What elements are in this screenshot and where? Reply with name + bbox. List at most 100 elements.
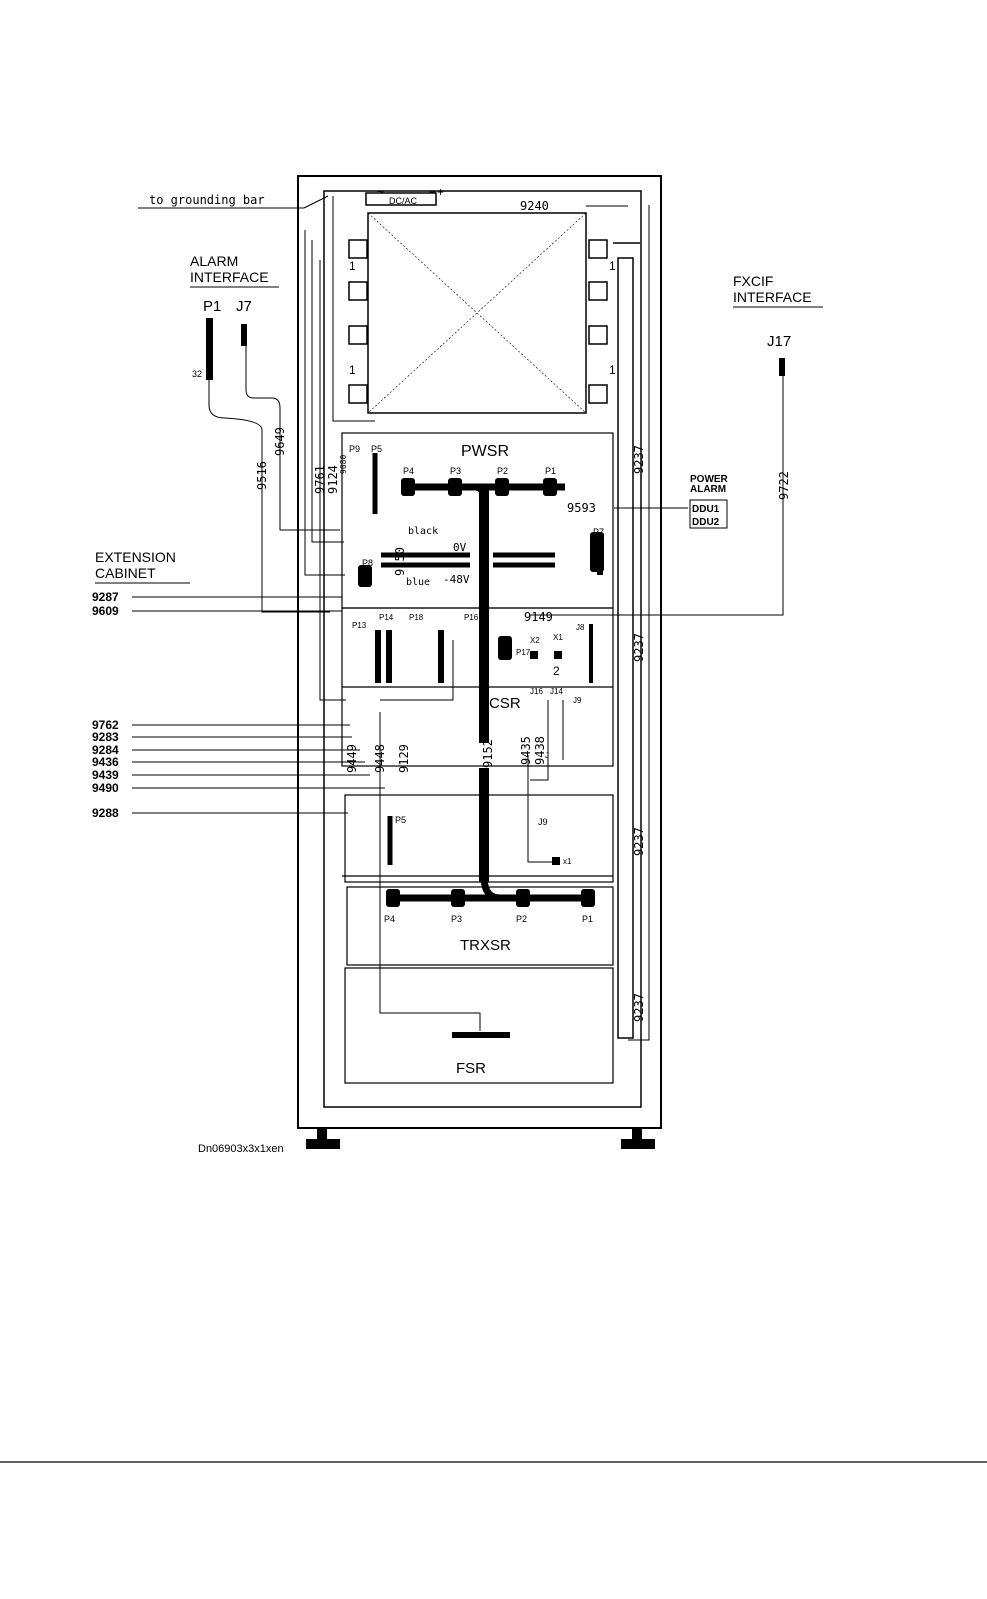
csr-p13: P13 <box>352 621 367 630</box>
csr-j9: J9 <box>573 696 582 705</box>
csr-p16: P16 <box>464 613 479 622</box>
alarm-p1-connector <box>206 318 213 380</box>
grounding-bar-label: to grounding bar <box>149 193 265 207</box>
cable-9761: 9761 <box>313 465 327 494</box>
cable-9129: 9129 <box>397 744 411 773</box>
ddu1-label: DDU1 <box>692 504 720 515</box>
cable-9593: 9593 <box>567 501 596 515</box>
fsr-panel <box>344 967 614 1084</box>
ref-1-d: 1 <box>609 363 616 377</box>
cable-9237-a: 9237 <box>632 445 646 474</box>
connector-blobs <box>358 478 604 907</box>
cable-9762: 9762 <box>92 718 119 732</box>
fxcif-title-1: FXCIF <box>733 273 773 289</box>
cable-9124: 9124 <box>326 465 340 494</box>
pwsr-p1: P1 <box>545 466 556 476</box>
pwsr-p4: P4 <box>403 466 414 476</box>
trxsr-p2: P2 <box>516 914 527 924</box>
cable-9240: 9240 <box>520 199 549 213</box>
csr-j16: J16 <box>530 687 543 696</box>
pwsr-p7: P7 <box>593 527 604 537</box>
grounding-rail <box>613 242 640 1039</box>
cable-9448: 9448 <box>373 744 387 773</box>
extension-cabinet-2: CABINET <box>95 565 156 581</box>
cable-9722: 9722 <box>777 471 791 500</box>
alarm-pin32-label: 32 <box>192 369 202 379</box>
cable-9438: 9438 <box>533 736 547 765</box>
cable-9436: 9436 <box>92 755 119 769</box>
fxcif-j17-label: J17 <box>767 333 791 350</box>
cable-9152: 9152 <box>481 739 495 768</box>
cable-9435: 9435 <box>519 736 533 765</box>
fsr-label: FSR <box>456 1060 486 1077</box>
ref-1-b: 1 <box>349 363 356 377</box>
minus-symbol: − <box>429 185 436 199</box>
plus-symbol: + <box>437 185 444 199</box>
alarm-interface-title-2: INTERFACE <box>190 269 269 285</box>
alarm-j7-label: J7 <box>236 298 252 315</box>
ddu2-label: DDU2 <box>692 517 720 528</box>
trxsr-p3: P3 <box>451 914 462 924</box>
csr-j-small: J <box>545 751 549 760</box>
cabinet-frame <box>297 175 662 1149</box>
trxsr-p5: P5 <box>395 815 406 825</box>
ref-1-a: 1 <box>349 259 356 273</box>
extension-cabinet-1: EXTENSION <box>95 549 176 565</box>
pwsr-p8: P8 <box>362 558 373 568</box>
pwsr-p5: P5 <box>371 444 382 454</box>
cable-9439: 9439 <box>92 768 119 782</box>
fxcif-title-2: INTERFACE <box>733 289 812 305</box>
alarm-interface-title-1: ALARM <box>190 253 238 269</box>
cable-9609: 9609 <box>92 604 119 618</box>
cable-9150: 9150 <box>393 547 407 576</box>
cable-9237-c: 9237 <box>632 827 646 856</box>
wire-48v: -48V <box>443 573 470 586</box>
trxsr-label: TRXSR <box>460 937 511 954</box>
csr-x1: X1 <box>553 633 563 642</box>
fxcif-j17-connector <box>779 358 785 376</box>
alarm-p1-label: P1 <box>203 298 221 315</box>
csr-j14: J14 <box>550 687 563 696</box>
figure-code: Dn06903x3x1xen <box>198 1143 284 1155</box>
csr-p18: P18 <box>409 613 424 622</box>
cable-9237-b: 9237 <box>632 633 646 662</box>
wire-blue: blue <box>406 577 430 588</box>
trxsr-x1: x1 <box>563 857 572 866</box>
trxsr-j9: J9 <box>538 817 548 827</box>
pwsr-label: PWSR <box>461 443 509 460</box>
alarm-j7-connector <box>241 324 247 346</box>
trxsr-panel <box>346 886 614 966</box>
cable-9283: 9283 <box>92 730 119 744</box>
csr-x2: X2 <box>530 636 540 645</box>
csr-label: CSR <box>489 695 521 712</box>
power-supply-unit <box>348 192 608 414</box>
ac-symbol: ~ <box>377 185 384 199</box>
cable-9449: 9449 <box>345 744 359 773</box>
dcac-label: DC/AC <box>389 196 418 206</box>
cable-9237-d: 9237 <box>632 993 646 1022</box>
cable-9149: 9149 <box>524 610 553 624</box>
trxsr-p1: P1 <box>582 914 593 924</box>
trxsr-p4: P4 <box>384 914 395 924</box>
ref-2: 2 <box>553 664 560 678</box>
csr-p17: P17 <box>516 648 531 657</box>
pwsr-p9: P9 <box>349 444 360 454</box>
cable-9649: 9649 <box>273 427 287 456</box>
csr-p14: P14 <box>379 613 394 622</box>
thin-cables <box>132 195 784 1041</box>
wire-black: black <box>408 526 438 537</box>
cable-9080: 9080 <box>339 455 348 474</box>
ref-1-c: 1 <box>609 259 616 273</box>
pwsr-p3: P3 <box>450 466 461 476</box>
cable-9288: 9288 <box>92 806 119 820</box>
pwsr-p2: P2 <box>497 466 508 476</box>
diagram-labels: to grounding bar DC/AC ~ − + ALARM INTER… <box>92 185 823 1155</box>
csr-j8: J8 <box>576 623 585 632</box>
power-alarm-1: POWER <box>690 474 729 485</box>
cable-9516: 9516 <box>255 461 269 490</box>
power-alarm-2: ALARM <box>690 484 726 495</box>
cable-9287: 9287 <box>92 590 119 604</box>
cable-9490: 9490 <box>92 781 119 795</box>
cable-9284: 9284 <box>92 743 119 757</box>
